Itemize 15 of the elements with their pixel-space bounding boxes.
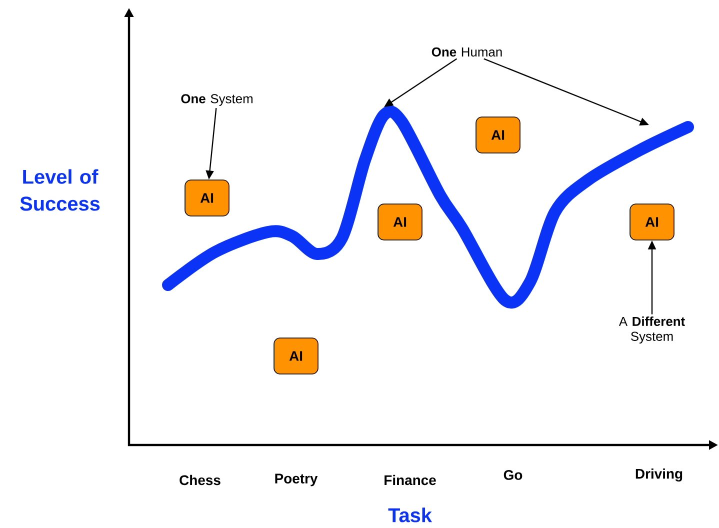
callout-text: A Different System	[618, 316, 685, 344]
ai-box: AI	[476, 116, 520, 154]
axis-label: Level of Success	[20, 169, 100, 211]
category-label: Chess	[180, 474, 220, 486]
ai-box: AI	[184, 180, 230, 216]
ai-box: AI	[274, 338, 318, 374]
category-label: Finance	[384, 474, 436, 486]
category-label: Go	[504, 470, 522, 480]
ai-box: AI	[630, 204, 674, 240]
callout-text: One Human	[432, 47, 502, 57]
ai-box: AI	[378, 204, 422, 240]
category-label: Poetry	[275, 474, 318, 486]
category-label: Driving	[636, 468, 682, 482]
callout-text: One System	[181, 94, 252, 106]
axis-label: Task	[388, 508, 432, 522]
